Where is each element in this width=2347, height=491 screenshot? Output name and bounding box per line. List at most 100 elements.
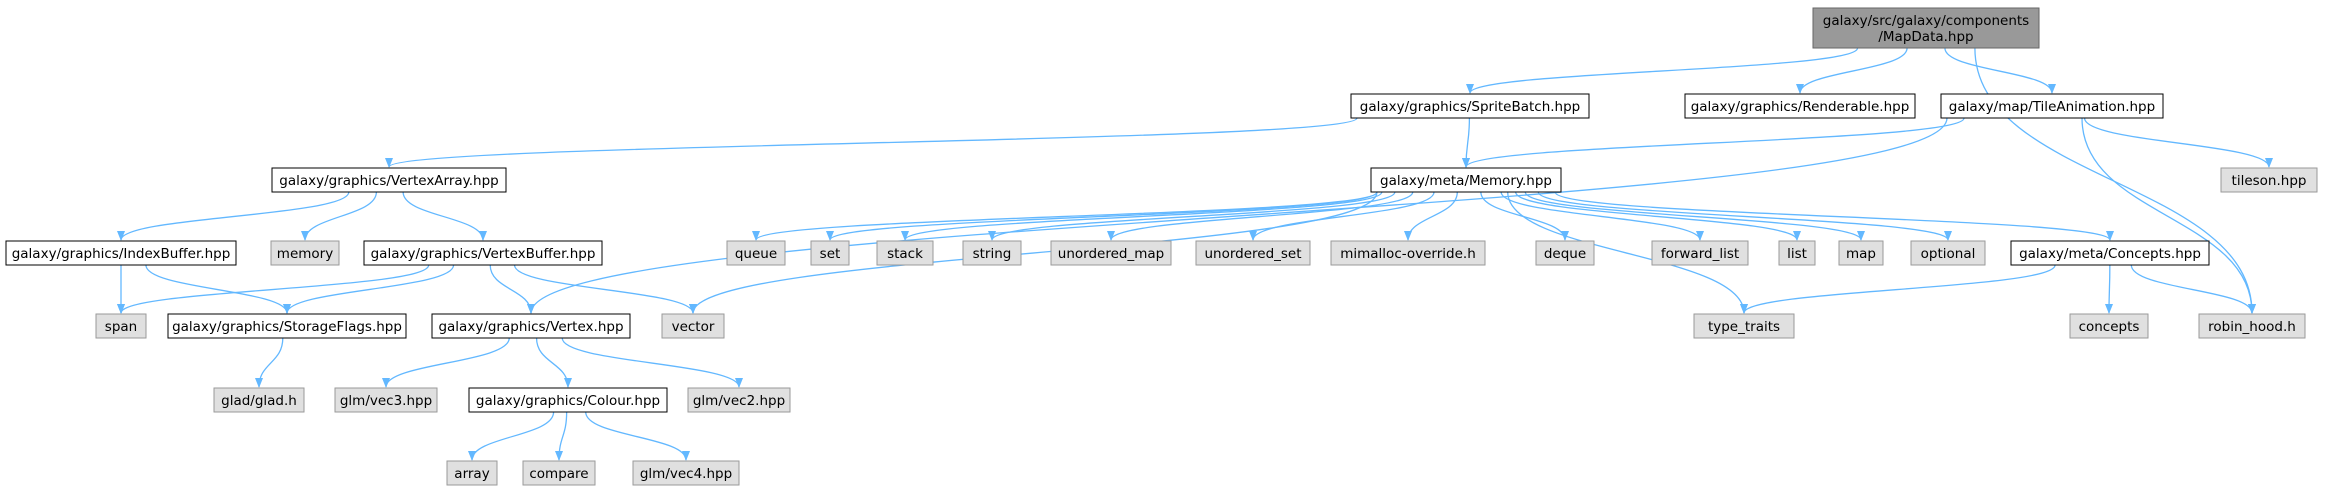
node-mimalloc[interactable]: mimalloc-override.h [1330, 240, 1486, 266]
node-label: unordered_set [1204, 246, 1301, 262]
node-label: galaxy/graphics/Colour.hpp [476, 393, 660, 409]
node-forward-list[interactable]: forward_list [1651, 240, 1749, 266]
node-map[interactable]: map [1838, 240, 1884, 266]
edge [1107, 191, 1414, 241]
edge-memory-hpp-to-optional [1537, 191, 1952, 241]
edge-root-to-renderable [1796, 47, 1908, 94]
node-label: /MapData.hpp [1878, 29, 1973, 45]
edge [283, 264, 455, 314]
node-string[interactable]: string [962, 240, 1022, 266]
node-box [1684, 93, 1916, 119]
node-box [2069, 313, 2149, 339]
node-box [810, 240, 850, 266]
edge [1524, 191, 1865, 241]
node-box [632, 460, 740, 486]
node-label: memory [277, 246, 333, 262]
edge-tileanimation-to-vertex [527, 117, 1948, 314]
edge-spritebatch-to-vertexarray [385, 117, 1358, 168]
edge-vertex-to-colour [535, 337, 572, 388]
node-box [213, 387, 305, 413]
edge-vertex-to-vec2 [561, 337, 743, 388]
node-box [726, 240, 786, 266]
node-root[interactable]: galaxy/src/galaxy/components/MapData.hpp [1812, 7, 2040, 49]
node-label: map [1846, 246, 1876, 262]
nodes-layer: galaxy/src/galaxy/components/MapData.hpp… [5, 7, 2318, 486]
node-label: glm/vec4.hpp [640, 466, 732, 482]
edge [1537, 191, 1952, 241]
node-box [5, 240, 237, 266]
node-box [1651, 240, 1749, 266]
node-box [431, 313, 631, 339]
node-label: stack [887, 246, 923, 262]
node-box [1350, 93, 1590, 119]
node-box [271, 167, 507, 193]
node-label: array [454, 466, 489, 482]
node-vertexbuffer[interactable]: galaxy/graphics/VertexBuffer.hpp [363, 240, 603, 266]
node-stack[interactable]: stack [876, 240, 934, 266]
edge [2081, 117, 2256, 314]
node-colour[interactable]: galaxy/graphics/Colour.hpp [468, 387, 668, 413]
node-label: deque [1544, 246, 1586, 262]
node-glad[interactable]: glad/glad.h [213, 387, 305, 413]
edge [1554, 191, 2114, 241]
edge [117, 191, 350, 241]
node-span[interactable]: span [95, 313, 147, 339]
node-spritebatch[interactable]: galaxy/graphics/SpriteBatch.hpp [1350, 93, 1590, 119]
node-storageflags[interactable]: galaxy/graphics/StorageFlags.hpp [167, 313, 407, 339]
edge-vertexarray-to-vertexbuffer [402, 191, 487, 241]
edge [1462, 117, 1965, 168]
node-deque[interactable]: deque [1535, 240, 1595, 266]
node-optional[interactable]: optional [1910, 240, 1986, 266]
edges-layer [117, 47, 2273, 461]
node-label: galaxy/graphics/Renderable.hpp [1691, 99, 1910, 115]
edge-vertexbuffer-to-storageflags [283, 264, 455, 314]
node-type-traits[interactable]: type_traits [1693, 313, 1795, 339]
node-box [1778, 240, 1816, 266]
node-compare[interactable]: compare [522, 460, 596, 486]
node-box [446, 460, 498, 486]
node-memory-hpp[interactable]: galaxy/meta/Memory.hpp [1370, 167, 1562, 193]
node-unordered-set[interactable]: unordered_set [1195, 240, 1311, 266]
node-label: set [820, 246, 841, 262]
node-vector[interactable]: vector [661, 313, 725, 339]
node-renderable[interactable]: galaxy/graphics/Renderable.hpp [1684, 93, 1916, 119]
edge [988, 191, 1396, 241]
edge-vertexarray-to-indexbuffer [117, 191, 350, 241]
node-vec4[interactable]: glm/vec4.hpp [632, 460, 740, 486]
edge-memory-hpp-to-unordered-set [1249, 191, 1435, 241]
node-vertex[interactable]: galaxy/graphics/Vertex.hpp [431, 313, 631, 339]
node-unordered-map[interactable]: unordered_map [1050, 240, 1172, 266]
node-memory[interactable]: memory [270, 240, 340, 266]
node-list[interactable]: list [1778, 240, 1816, 266]
node-array[interactable]: array [446, 460, 498, 486]
node-set[interactable]: set [810, 240, 850, 266]
node-queue[interactable]: queue [726, 240, 786, 266]
node-vec3[interactable]: glm/vec3.hpp [334, 387, 438, 413]
node-concepts[interactable]: concepts [2069, 313, 2149, 339]
edge [402, 191, 487, 241]
edge-colour-to-vec4 [585, 411, 690, 461]
node-vertexarray[interactable]: galaxy/graphics/VertexArray.hpp [271, 167, 507, 193]
node-robin-hood[interactable]: robin_hood.h [2198, 313, 2306, 339]
edge [527, 117, 1948, 314]
node-label: list [1787, 246, 1807, 262]
edge-tileanimation-to-tileson [2083, 117, 2273, 168]
node-concepts-hpp[interactable]: galaxy/meta/Concepts.hpp [2010, 240, 2210, 266]
edge [468, 411, 555, 461]
node-box [522, 460, 596, 486]
node-box [2198, 313, 2306, 339]
node-label: optional [1921, 246, 1976, 262]
edge-memory-hpp-to-vector [689, 191, 1378, 314]
node-indexbuffer[interactable]: galaxy/graphics/IndexBuffer.hpp [5, 240, 237, 266]
node-tileanimation[interactable]: galaxy/map/TileAnimation.hpp [1940, 93, 2164, 119]
node-box [1910, 240, 1986, 266]
node-label: glm/vec2.hpp [693, 393, 785, 409]
edge-concepts-hpp-to-concepts [2105, 264, 2114, 314]
edge [1944, 47, 2056, 94]
node-box [468, 387, 668, 413]
node-tileson[interactable]: tileson.hpp [2220, 167, 2318, 193]
edge [561, 337, 743, 388]
node-vec2[interactable]: glm/vec2.hpp [687, 387, 791, 413]
edge-memory-hpp-to-set [826, 191, 1378, 241]
edge [535, 337, 572, 388]
